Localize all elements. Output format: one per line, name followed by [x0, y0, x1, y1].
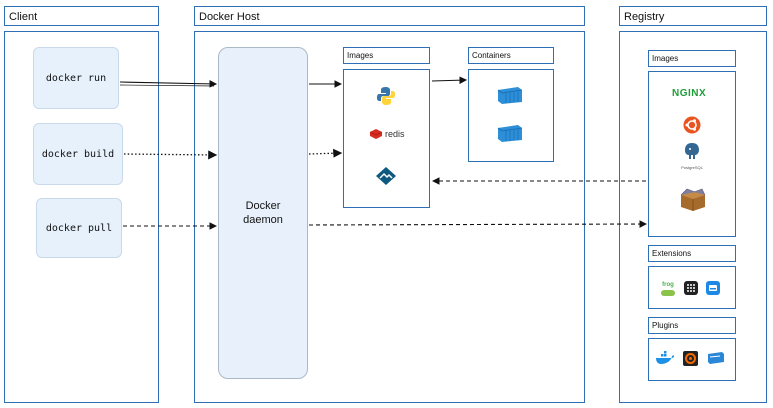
whale-plugin-icon — [656, 351, 674, 364]
registry-title: Registry — [624, 11, 665, 23]
docker-run-command: docker run — [33, 47, 119, 109]
docker-daemon: Docker daemon — [218, 47, 308, 379]
build-arrow — [123, 150, 218, 160]
run-arrow-shadow — [119, 84, 215, 87]
redis-label: redis — [385, 129, 405, 139]
host-images-panel — [343, 69, 430, 208]
python-icon — [377, 87, 395, 105]
docker-pull-label: docker pull — [45, 222, 113, 234]
alpine-icon — [376, 167, 396, 185]
postgres-logo: PostgreSQL — [676, 142, 708, 170]
host-images-header: Images — [343, 47, 430, 64]
plugins-header: Plugins — [648, 317, 736, 334]
nginx-logo: NGINX — [672, 88, 707, 99]
extensions-header: Extensions — [648, 245, 736, 262]
postgres-elephant-icon — [685, 143, 699, 159]
containers-panel — [468, 69, 554, 162]
storage-plugin-icon — [708, 352, 724, 364]
frog-extension-icon: frog — [660, 281, 676, 299]
docker-host-header: Docker Host — [194, 6, 585, 26]
containers-title: Containers — [472, 51, 511, 60]
registry-images-title: Images — [652, 54, 679, 63]
grid-extension-icon — [684, 281, 698, 295]
redis-cube-icon — [369, 129, 383, 139]
docker-build-command: docker build — [33, 123, 123, 185]
registry-images-header: Images — [648, 50, 736, 67]
docker-host-title: Docker Host — [199, 11, 260, 23]
docker-build-label: docker build — [41, 148, 115, 160]
host-images-title: Images — [347, 51, 374, 60]
plugins-title: Plugins — [652, 321, 679, 330]
container-icon — [497, 125, 523, 142]
docker-run-label: docker run — [45, 72, 107, 84]
extensions-title: Extensions — [652, 249, 692, 258]
images-to-containers-arrow — [431, 76, 468, 85]
client-header: Client — [4, 6, 159, 26]
daemon-label-line1: Docker — [245, 200, 281, 212]
docker-pull-command: docker pull — [36, 198, 122, 258]
daemon-label-line2: daemon — [243, 214, 283, 226]
frog-label: frog — [662, 282, 674, 288]
postgres-label: PostgreSQL — [681, 165, 703, 170]
run-arrow — [119, 80, 218, 88]
box-icon — [680, 188, 706, 211]
registry-header: Registry — [619, 6, 767, 26]
ubuntu-icon — [683, 116, 701, 134]
daemon-to-registry-arrow — [308, 220, 648, 228]
redis-logo: redis — [369, 128, 405, 140]
daemon-build-to-images-arrow — [308, 148, 343, 158]
grafana-plugin-icon — [683, 351, 698, 366]
container-icon — [497, 87, 523, 104]
client-title: Client — [9, 11, 38, 23]
disk-extension-icon — [706, 281, 720, 295]
containers-header: Containers — [468, 47, 554, 64]
